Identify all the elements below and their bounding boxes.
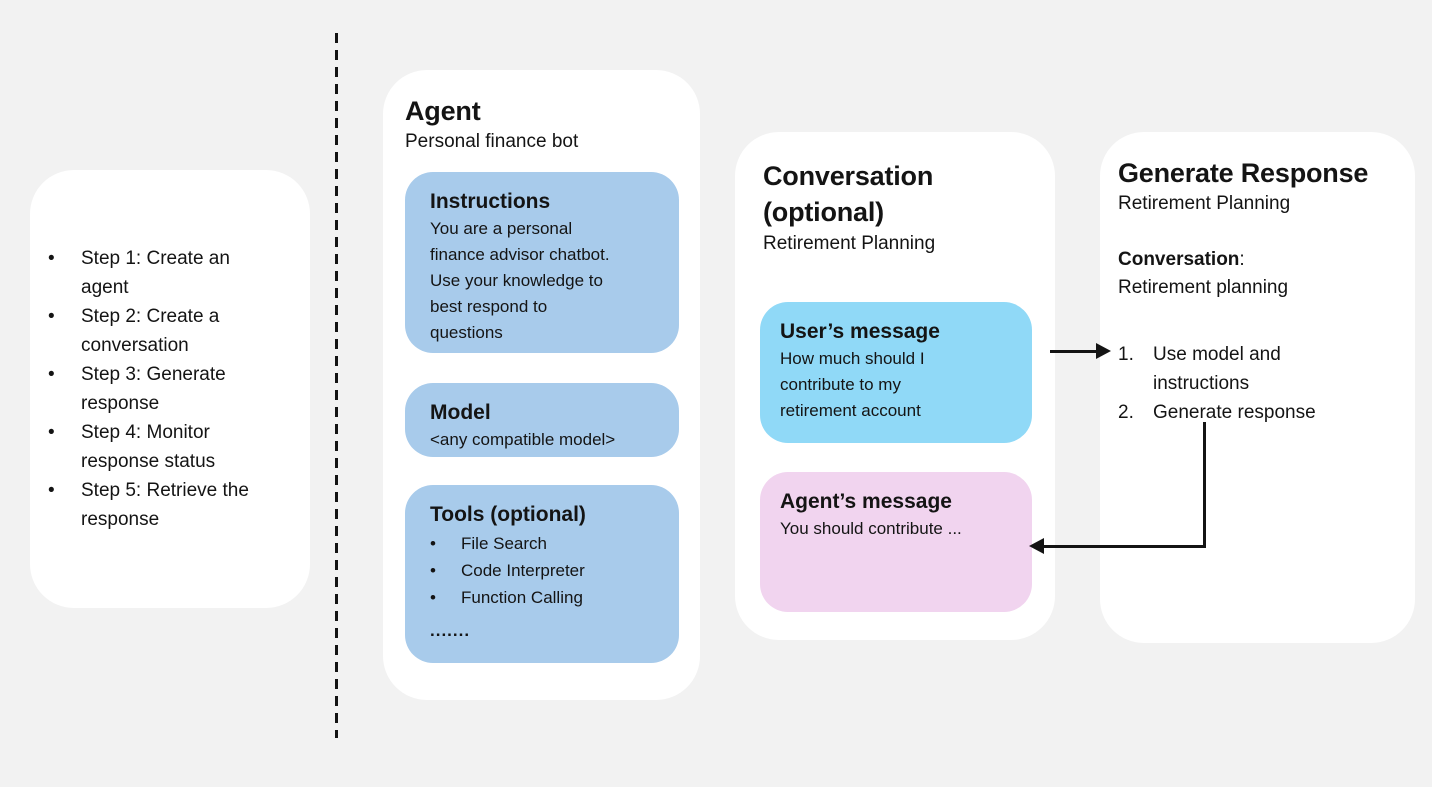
list-item: • Code Interpreter: [430, 557, 661, 584]
agent-card-subtitle: Personal finance bot: [405, 131, 579, 152]
tools-title: Tools (optional): [430, 503, 586, 526]
agent-card-title: Agent: [405, 96, 481, 126]
steps-card: • Step 1: Create an agent • Step 2: Create…: [30, 170, 310, 608]
arrow-right-icon: [1096, 343, 1111, 359]
instructions-title: Instructions: [430, 190, 551, 213]
list-item: • Step 1: Create an agent: [48, 244, 249, 302]
generate-card-title: Generate Response: [1118, 158, 1369, 188]
bullet-icon: •: [48, 364, 55, 385]
tool-text: Function Calling: [461, 588, 583, 607]
dashed-divider-line: [335, 33, 338, 738]
agent-message-title: Agent’s message: [780, 490, 952, 513]
agent-message-body: You should contribute ...: [780, 519, 962, 538]
bullet-icon: •: [48, 480, 55, 501]
list-item: 2. Generate response: [1118, 398, 1397, 427]
conversation-card-title: Conversation (optional): [763, 161, 934, 227]
step-text: Step 4: Monitor response status: [81, 422, 216, 472]
model-body: <any compatible model>: [430, 430, 616, 449]
tools-box: Tools (optional) • File Search • Code Inte…: [405, 485, 679, 663]
conversation-label-line: Conversation:: [1118, 246, 1397, 274]
generate-step-text: Use model and instructions: [1153, 344, 1281, 394]
bullet-icon: •: [48, 306, 55, 327]
agent-card: Agent Personal finance bot Instructions …: [383, 70, 700, 700]
bullet-icon: •: [430, 561, 436, 580]
model-box: Model <any compatible model>: [405, 383, 679, 457]
list-item: • File Search: [430, 530, 661, 557]
list-item: 1. Use model and instructions: [1118, 340, 1397, 398]
step-text: Step 3: Generate response: [81, 364, 226, 414]
instructions-body: You are a personal finance advisor chatb…: [430, 219, 610, 342]
list-item: • Step 3: Generate response: [48, 360, 249, 418]
conversation-card: Conversation (optional) Retirement Plann…: [735, 132, 1055, 640]
list-item: • Step 4: Monitor response status: [48, 418, 249, 476]
arrow-shaft: [1050, 350, 1098, 353]
bullet-icon: •: [430, 534, 436, 553]
tools-ellipsis: .......: [430, 621, 471, 640]
list-item: • Step 2: Create a conversation: [48, 302, 249, 360]
conversation-card-subtitle: Retirement Planning: [763, 233, 936, 254]
list-item: • Step 5: Retrieve the response: [48, 476, 249, 534]
bullet-icon: •: [48, 422, 55, 443]
user-message-box: User’s message How much should I contrib…: [760, 302, 1032, 443]
tool-text: Code Interpreter: [461, 561, 585, 580]
conversation-value: Retirement planning: [1118, 277, 1289, 298]
tools-list: • File Search • Code Interpreter • Function…: [430, 530, 661, 611]
generate-card-subtitle: Retirement Planning: [1118, 193, 1291, 214]
arrow-shaft-vertical: [1203, 422, 1206, 548]
conversation-label: Conversation: [1118, 249, 1240, 270]
list-item: • Function Calling: [430, 584, 661, 611]
bullet-icon: •: [48, 248, 55, 269]
instructions-box: Instructions You are a personal finance …: [405, 172, 679, 353]
list-number: 1.: [1118, 344, 1134, 365]
agent-message-box: Agent’s message You should contribute ..…: [760, 472, 1032, 612]
user-message-body: How much should I contribute to my retir…: [780, 349, 925, 420]
conversation-colon: :: [1239, 249, 1245, 270]
tool-text: File Search: [461, 534, 547, 553]
steps-list: • Step 1: Create an agent • Step 2: Create…: [30, 244, 274, 534]
step-text: Step 2: Create a conversation: [81, 306, 220, 356]
step-text: Step 5: Retrieve the response: [81, 480, 249, 530]
model-title: Model: [430, 401, 491, 424]
step-text: Step 1: Create an agent: [81, 248, 230, 298]
bullet-icon: •: [430, 588, 436, 607]
arrow-left-icon: [1029, 538, 1044, 554]
arrow-shaft-horizontal: [1044, 545, 1206, 548]
generate-steps-list: 1. Use model and instructions 2. Generate …: [1118, 340, 1397, 427]
list-number: 2.: [1118, 402, 1134, 423]
generate-step-text: Generate response: [1153, 402, 1316, 423]
user-message-title: User’s message: [780, 320, 940, 343]
generate-response-card: Generate Response Retirement Planning Co…: [1100, 132, 1415, 643]
